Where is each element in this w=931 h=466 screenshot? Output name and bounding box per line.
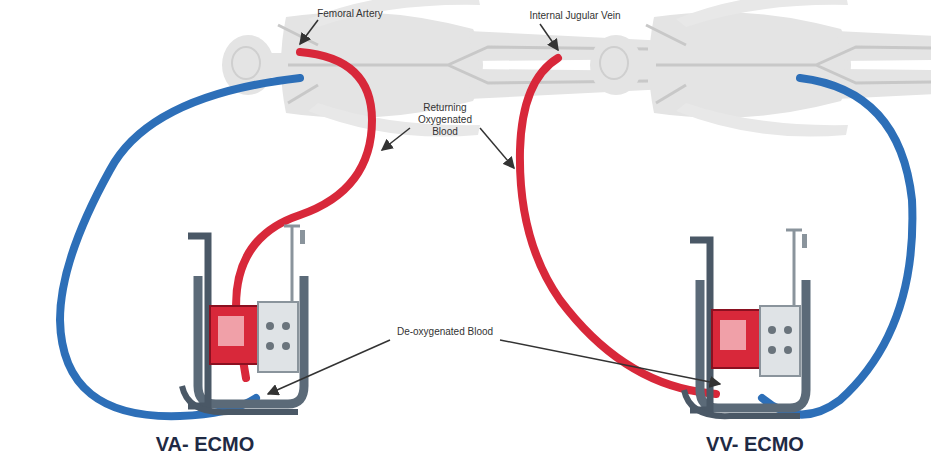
mode-title: VV- ECMO xyxy=(655,432,855,456)
leader-arrow xyxy=(480,128,514,168)
oxygenated-tube xyxy=(520,58,716,394)
leader-arrow xyxy=(500,340,720,384)
leader-arrow xyxy=(540,24,558,50)
flow-label: Returning Oxygenated Blood xyxy=(405,102,485,138)
leader-arrow xyxy=(382,128,410,150)
mode-title: VA- ECMO xyxy=(105,432,305,456)
vessel-label: Femoral Artery xyxy=(305,8,395,20)
leader-arrow xyxy=(300,20,318,44)
ecmo-machine xyxy=(684,230,807,416)
ecmo-machine xyxy=(182,226,305,412)
vessel-label: Internal Jugular Vein xyxy=(515,10,635,22)
flow-label: De-oxygenated Blood xyxy=(385,326,505,338)
leader-arrow xyxy=(268,340,390,394)
